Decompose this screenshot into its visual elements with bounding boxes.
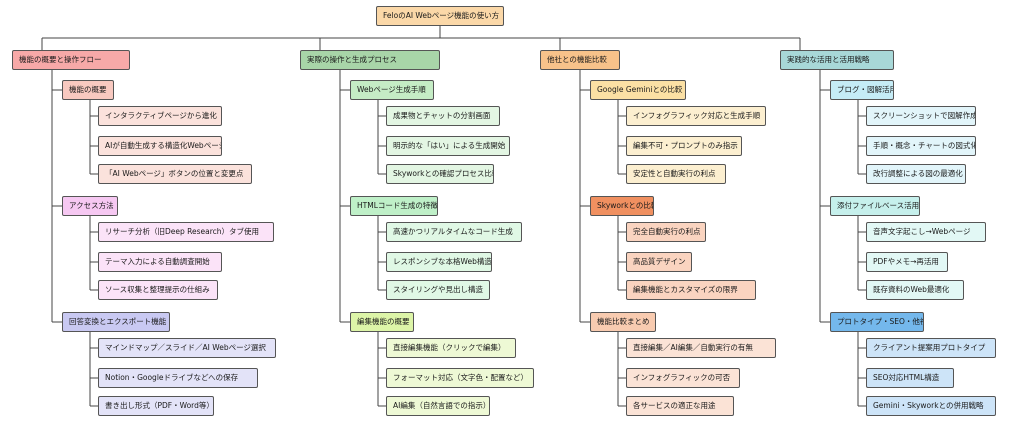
leaf-node: クライアント提案用プロトタイプ [866,338,996,358]
leaf-node: 手順・概念・チャートの図式化 [866,136,976,156]
leaf-node: 編集機能とカスタマイズの限界 [626,280,756,300]
leaf-node: インフォグラフィックの可否 [626,368,740,388]
leaf-node: 書き出し形式（PDF・Word等） [98,396,214,416]
leaf-node: 安定性と自動実行の利点 [626,164,726,184]
group-node: プロトタイプ・SEO・他社併用 [830,312,924,332]
group-node: 回答変換とエクスポート機能 [62,312,170,332]
leaf-node: 完全自動実行の利点 [626,222,706,242]
leaf-node: フォーマット対応（文字色・配置など） [386,368,534,388]
group-node: Webページ生成手順 [350,80,434,100]
leaf-node: 既存資料のWeb最適化 [866,280,964,300]
leaf-node: Skyworkとの確認プロセス比較 [386,164,494,184]
leaf-node: AI編集（自然言語での指示） [386,396,490,416]
leaf-node: 直接編集／AI編集／自動実行の有無 [626,338,776,358]
group-node: ブログ・図解活用 [830,80,894,100]
group-node: アクセス方法 [62,196,118,216]
group-node: 機能の概要 [62,80,114,100]
branch-node: 実践的な活用と活用戦略 [780,50,894,70]
group-node: 編集機能の概要 [350,312,414,332]
leaf-node: AIが自動生成する構造化Webページ [98,136,222,156]
leaf-node: 明示的な「はい」による生成開始 [386,136,510,156]
branch-node: 実際の操作と生成プロセス [300,50,440,70]
group-node: Skyworkとの比較 [590,196,654,216]
leaf-node: インタラクティブページから進化 [98,106,222,126]
group-node: 機能比較まとめ [590,312,656,332]
leaf-node: PDFやメモ→再活用 [866,252,948,272]
root-node: FeloのAI Webページ機能の使い方 [376,6,504,26]
leaf-node: インフォグラフィック対応と生成手順 [626,106,766,126]
leaf-node: 編集不可・プロンプトのみ指示 [626,136,742,156]
leaf-node: 各サービスの適正な用途 [626,396,734,416]
leaf-node: ソース収集と整理提示の仕組み [98,280,218,300]
leaf-node: 改行調整による図の最適化 [866,164,966,184]
leaf-node: Gemini・Skyworkとの併用戦略 [866,396,996,416]
branch-node: 他社との機能比較 [540,50,620,70]
leaf-node: 高品質デザイン [626,252,692,272]
group-node: 添付ファイルベース活用 [830,196,920,216]
leaf-node: レスポンシブな本格Web構造 [386,252,492,272]
leaf-node: Notion・Googleドライブなどへの保存 [98,368,258,388]
leaf-node: テーマ入力による自動調査開始 [98,252,222,272]
leaf-node: 直接編集機能（クリックで編集） [386,338,516,358]
group-node: HTMLコード生成の特徴 [350,196,438,216]
leaf-node: 音声文字起こし→Webページ [866,222,986,242]
leaf-node: リサーチ分析（旧Deep Research）タブ使用 [98,222,274,242]
group-node: Google Geminiとの比較 [590,80,686,100]
leaf-node: スタイリングや見出し構造 [386,280,490,300]
leaf-node: 「AI Webページ」ボタンの位置と変更点 [98,164,252,184]
leaf-node: SEO対応HTML構造 [866,368,954,388]
leaf-node: スクリーンショットで図解作成 [866,106,976,126]
leaf-node: 成果物とチャットの分割画面 [386,106,500,126]
leaf-node: マインドマップ／スライド／AI Webページ選択 [98,338,276,358]
leaf-node: 高速かつリアルタイムなコード生成 [386,222,522,242]
branch-node: 機能の概要と操作フロー [12,50,130,70]
